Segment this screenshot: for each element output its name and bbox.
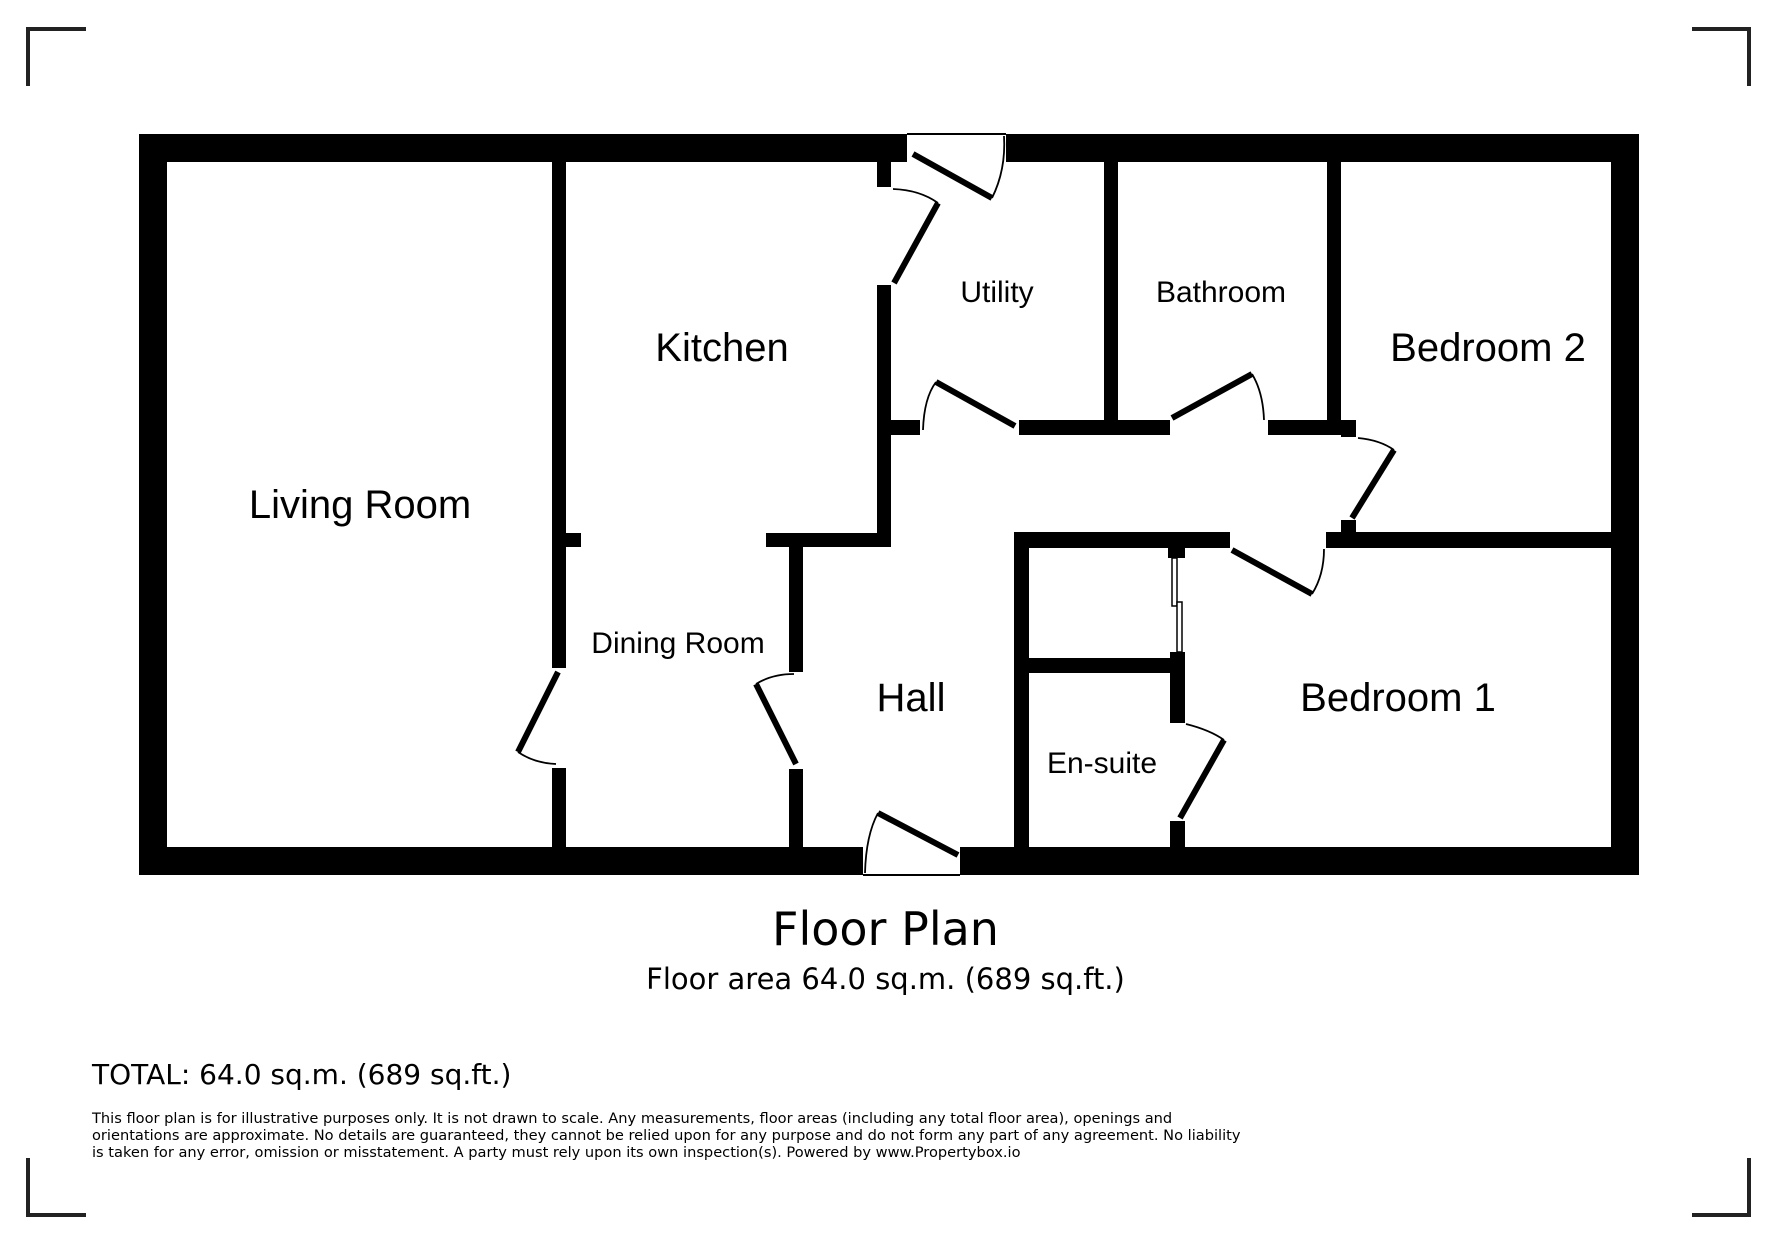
wall-kitchen-hall bbox=[766, 533, 891, 547]
room-label-living-room: Living Room bbox=[249, 483, 471, 527]
wall-ensuite-top bbox=[1014, 532, 1230, 548]
crop-mark-bottom-right bbox=[1692, 1158, 1751, 1217]
door-front bbox=[863, 810, 960, 876]
wall-living-kitchen-stub bbox=[566, 533, 581, 547]
door-bedroom1 bbox=[1230, 547, 1325, 597]
outer-wall-top-left bbox=[139, 134, 907, 162]
room-label-hall: Hall bbox=[877, 676, 946, 720]
wall-bedroom2-stub-bottom bbox=[1341, 520, 1356, 533]
outer-wall-left bbox=[139, 134, 167, 875]
wall-kitchen-utility bbox=[877, 285, 891, 547]
wall-hall-ensuite bbox=[1014, 532, 1029, 847]
crop-marks bbox=[26, 27, 1751, 1217]
door-dining-hall bbox=[753, 673, 799, 766]
door-bedroom2 bbox=[1349, 437, 1397, 520]
room-label-dining-room: Dining Room bbox=[591, 627, 764, 660]
outer-wall-top-right bbox=[1006, 134, 1639, 162]
wall-cupboard-ensuite bbox=[1029, 658, 1185, 673]
room-label-bedroom-2: Bedroom 2 bbox=[1390, 326, 1586, 370]
sliding-door-panel-upper bbox=[1171, 557, 1178, 607]
disclaimer-text: This floor plan is for illustrative purp… bbox=[92, 1110, 1241, 1161]
wall-bedroom2-bedroom1 bbox=[1326, 532, 1611, 548]
sliding-door bbox=[1171, 557, 1183, 653]
room-labels: Living Room Kitchen Utility Bathroom Bed… bbox=[249, 276, 1586, 780]
wall-living-dining-lower bbox=[552, 768, 566, 847]
wall-utility-stub bbox=[891, 420, 920, 435]
door-kitchen-utility bbox=[891, 188, 941, 285]
total-area: TOTAL: 64.0 sq.m. (689 sq.ft.) bbox=[92, 1058, 512, 1091]
crop-mark-top-right bbox=[1692, 27, 1751, 86]
door-bathroom-corridor bbox=[1170, 371, 1265, 421]
wall-ensuite-top-stub bbox=[1168, 548, 1185, 558]
wall-living-kitchen bbox=[552, 162, 566, 668]
outer-wall-bottom-right bbox=[960, 847, 1639, 875]
crop-mark-top-left bbox=[26, 27, 86, 86]
door-living-dining bbox=[515, 670, 561, 765]
crop-mark-bottom-left bbox=[26, 1158, 86, 1217]
wall-dining-hall-lower bbox=[789, 769, 803, 847]
room-label-bathroom: Bathroom bbox=[1156, 276, 1286, 309]
door-ensuite bbox=[1177, 723, 1227, 820]
wall-ensuite-bedroom1-upper bbox=[1170, 652, 1185, 723]
wall-bedroom2-stub-top bbox=[1341, 420, 1356, 437]
sliding-door-panel-lower bbox=[1176, 601, 1183, 653]
wall-ensuite-bedroom1-lower bbox=[1170, 821, 1185, 847]
outer-wall-right bbox=[1611, 134, 1639, 875]
wall-utility-bathroom bbox=[1104, 162, 1118, 435]
room-label-utility: Utility bbox=[960, 276, 1033, 309]
floor-area-subtitle: Floor area 64.0 sq.m. (689 sq.ft.) bbox=[646, 962, 1125, 996]
room-label-bedroom-1: Bedroom 1 bbox=[1300, 676, 1496, 720]
outer-wall-bottom-left bbox=[139, 847, 863, 875]
room-label-kitchen: Kitchen bbox=[655, 326, 788, 370]
outer-walls bbox=[139, 134, 1639, 875]
wall-dining-hall-upper bbox=[789, 547, 803, 672]
wall-kitchen-utility-top bbox=[877, 162, 891, 187]
door-utility-external bbox=[907, 133, 1006, 201]
plan-title: Floor Plan bbox=[772, 902, 999, 956]
wall-utility-bathroom-bottom bbox=[1019, 420, 1170, 435]
door-utility-corridor bbox=[922, 379, 1017, 431]
interior-walls bbox=[552, 162, 1611, 847]
room-label-en-suite: En-suite bbox=[1047, 747, 1157, 780]
doors bbox=[515, 133, 1397, 876]
wall-bathroom-bedroom2 bbox=[1327, 162, 1341, 435]
